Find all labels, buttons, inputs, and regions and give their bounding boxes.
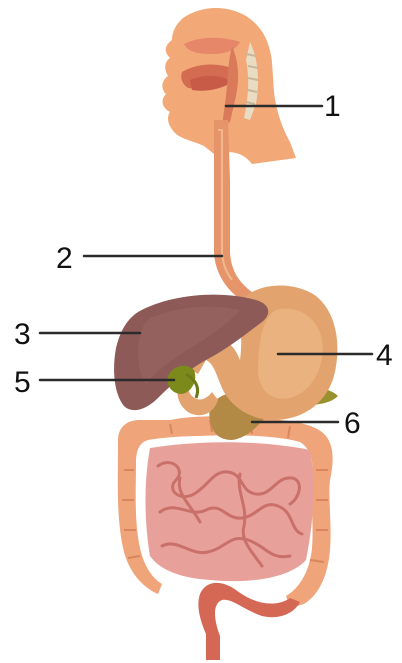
label-1: 1 [324,90,341,123]
label-6: 6 [344,407,361,440]
head-and-neck [162,8,296,164]
label-2: 2 [56,242,73,275]
label-3: 3 [14,318,31,351]
label-4: 4 [376,339,393,372]
label-5: 5 [14,366,31,399]
small-intestine [146,442,314,581]
rectum [198,583,300,660]
